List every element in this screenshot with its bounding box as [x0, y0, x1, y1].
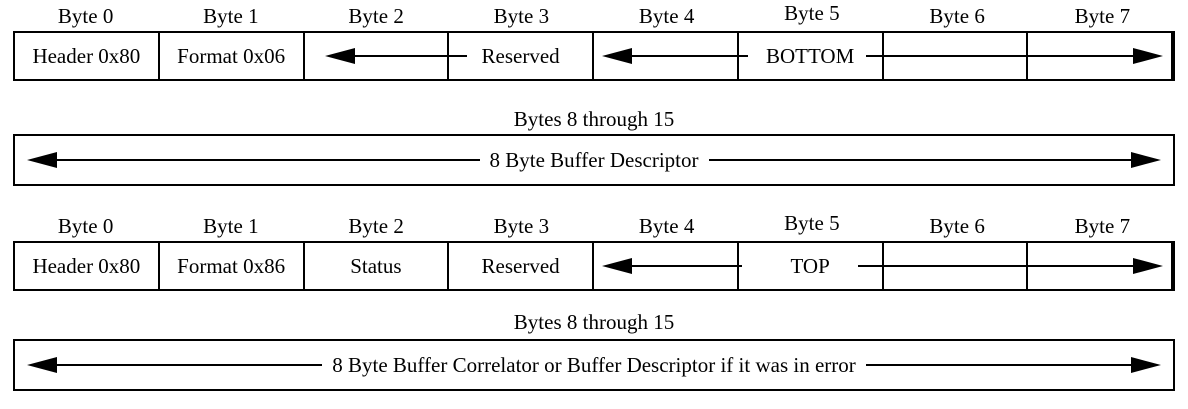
byte-label-6: Byte 6	[929, 214, 985, 238]
top-label: TOP	[790, 253, 830, 278]
record-2: Byte 0 Byte 1 Byte 2 Byte 3 Byte 4 Byte …	[13, 211, 1188, 391]
arrow-right-icon	[865, 357, 1162, 373]
arrow-right-icon	[708, 152, 1162, 168]
format-value: Format 0x86	[177, 253, 286, 278]
record1-byte-labels-row: Byte 0 Byte 1 Byte 2 Byte 3 Byte 4 Byte …	[13, 1, 1175, 28]
byte-label-4: Byte 4	[638, 4, 695, 28]
byte-label-6: Byte 6	[929, 4, 985, 28]
format-value: Format 0x06	[177, 43, 286, 68]
header-value: Header 0x80	[32, 253, 141, 278]
record1-bytes-8-15-label: Bytes 8 through 15	[513, 107, 675, 131]
buffer-descriptor-label: 8 Byte Buffer Descriptor	[489, 147, 699, 172]
record-1: Byte 0 Byte 1 Byte 2 Byte 3 Byte 4 Byte …	[13, 1, 1188, 186]
buffer-correlator-label: 8 Byte Buffer Correlator or Buffer Descr…	[332, 352, 856, 377]
byte-label-3: Byte 3	[493, 4, 550, 28]
record1-byte-row: Header 0x80 Format 0x06 Reserved BOTTOM	[13, 31, 1175, 81]
arrow-right-top-icon	[858, 258, 1163, 274]
cell-byte5-bottom: BOTTOM	[739, 33, 884, 79]
reserved-label: Reserved	[481, 253, 560, 278]
arrow-left-byte2-icon	[325, 48, 467, 64]
reserved-label: Reserved	[481, 43, 560, 68]
byte-label-4: Byte 4	[638, 214, 695, 238]
arrow-left-icon	[27, 152, 480, 168]
cell-byte2-status: Status	[305, 243, 450, 289]
arrow-right-bottom-icon	[866, 48, 1163, 64]
cell-byte0-header: Header 0x80	[15, 243, 160, 289]
byte-label-1: Byte 1	[203, 214, 259, 238]
byte-label-5: Byte 5	[784, 211, 840, 235]
cell-byte3-reserved: Reserved	[449, 243, 594, 289]
byte-label-1: Byte 1	[203, 4, 259, 28]
arrow-left-byte4-icon	[602, 48, 748, 64]
byte-label-2: Byte 2	[348, 214, 404, 238]
record2-bytes-8-15-label: Bytes 8 through 15	[513, 310, 675, 334]
arrow-left-icon	[27, 357, 323, 373]
cell-byte1-format: Format 0x06	[160, 33, 305, 79]
byte-label-0: Byte 0	[57, 4, 114, 28]
cell-byte3-reserved: Reserved	[449, 33, 594, 79]
status-label: Status	[350, 253, 402, 278]
cell-byte7	[1028, 243, 1173, 289]
byte-label-3: Byte 3	[493, 214, 550, 238]
cell-byte1-format: Format 0x86	[160, 243, 305, 289]
arrow-left-byte4-icon	[602, 258, 742, 274]
cell-byte0-header: Header 0x80	[15, 33, 160, 79]
byte-label-7: Byte 7	[1074, 214, 1131, 238]
cell-byte7	[1028, 33, 1173, 79]
header-value: Header 0x80	[32, 43, 141, 68]
byte-label-0: Byte 0	[57, 214, 114, 238]
record1-buffer-descriptor-box: 8 Byte Buffer Descriptor	[13, 134, 1175, 186]
byte-label-7: Byte 7	[1074, 4, 1131, 28]
bottom-label: BOTTOM	[765, 43, 855, 68]
record2-buffer-correlator-box: 8 Byte Buffer Correlator or Buffer Descr…	[13, 339, 1175, 391]
record2-byte-row: Header 0x80 Format 0x86 Status Reserved …	[13, 241, 1175, 291]
byte-label-5: Byte 5	[784, 1, 840, 25]
byte-label-2: Byte 2	[348, 4, 404, 28]
record2-byte-labels-row: Byte 0 Byte 1 Byte 2 Byte 3 Byte 4 Byte …	[13, 211, 1175, 238]
